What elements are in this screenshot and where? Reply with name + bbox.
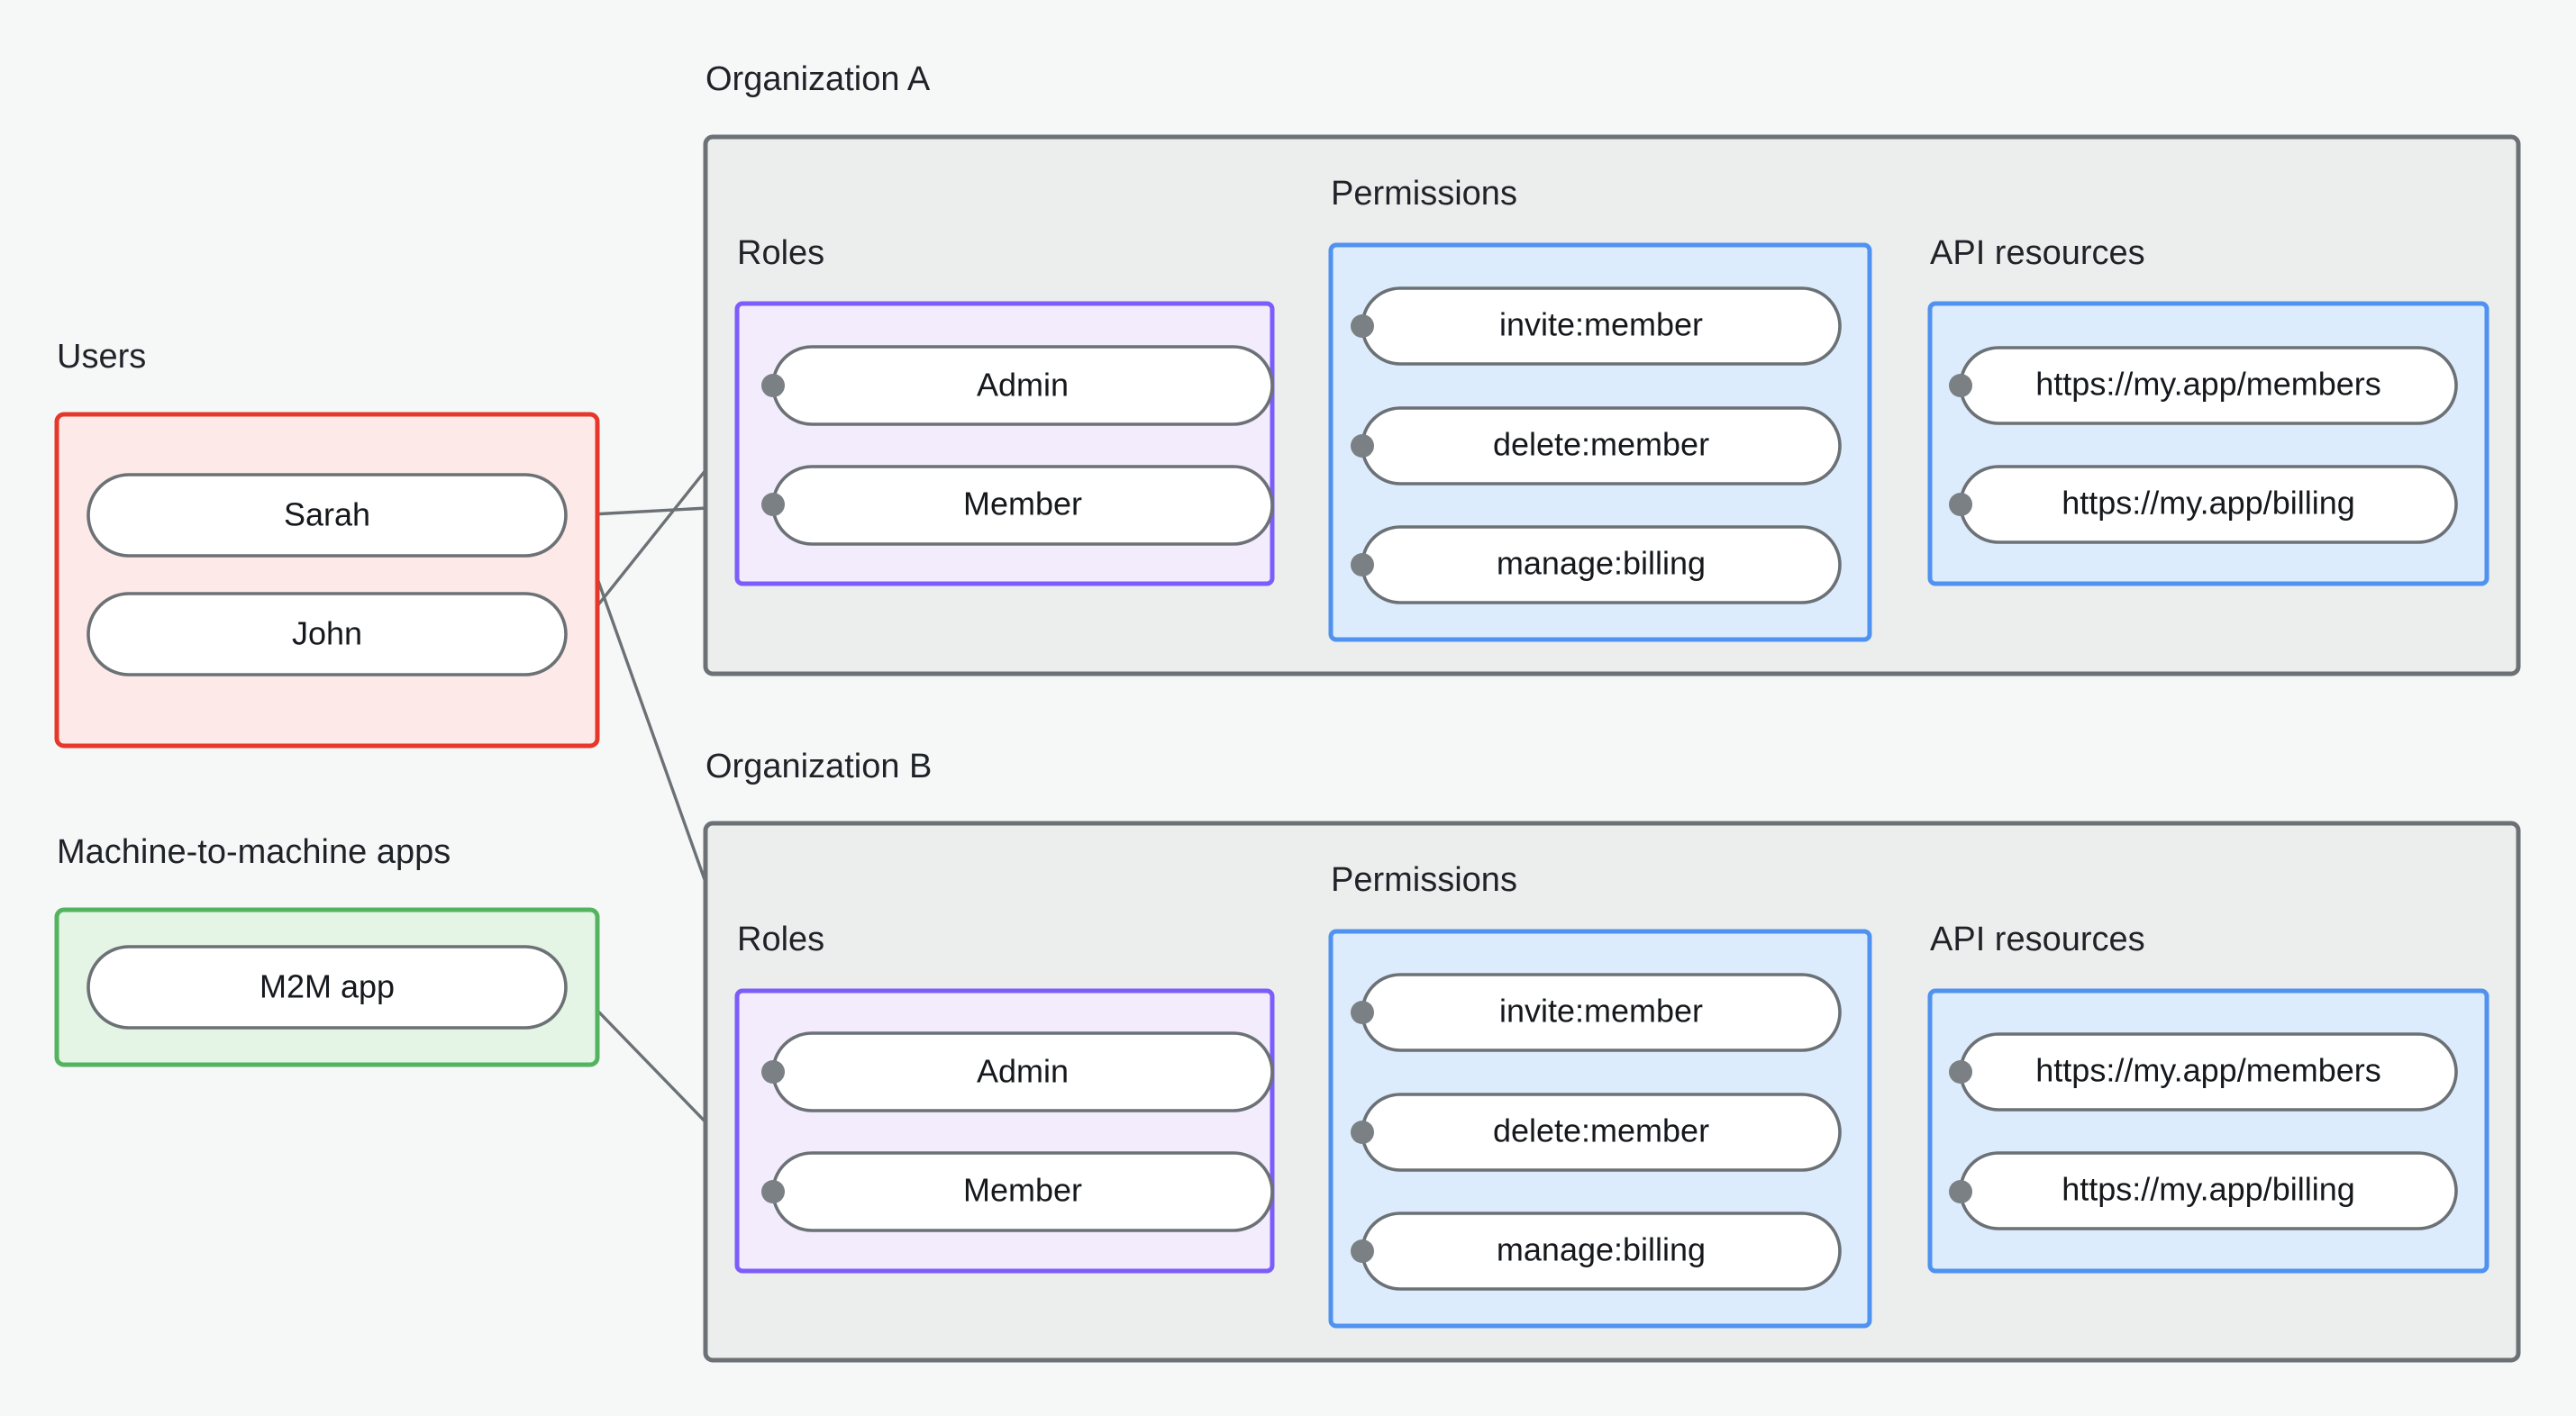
node-org-b-permission-invite[interactable]: invite:member (1361, 973, 1842, 1052)
org-b-permissions-label: Permissions (1331, 861, 1517, 899)
m2m-group-label: Machine-to-machine apps (57, 833, 451, 871)
node-org-b-api-members[interactable]: https://my.app/members (1959, 1032, 2458, 1112)
org-b-api-label: API resources (1930, 921, 2145, 958)
node-org-a-permission-billing-label: manage:billing (1497, 545, 1706, 582)
node-org-a-api-members-label: https://my.app/members (2035, 366, 2380, 403)
node-org-a-role-admin-label: Admin (977, 367, 1069, 404)
node-org-b-api-members-label: https://my.app/members (2035, 1052, 2380, 1089)
org-b-title: Organization B (705, 748, 932, 785)
node-org-b-permission-delete[interactable]: delete:member (1361, 1093, 1842, 1172)
node-org-a-permission-billing[interactable]: manage:billing (1361, 525, 1842, 604)
node-org-b-role-admin-label: Admin (977, 1053, 1069, 1090)
endpoint-dot-org-b-api-members (1949, 1060, 1972, 1084)
node-shape (86, 592, 568, 676)
node-org-a-permission-delete[interactable]: delete:member (1361, 406, 1842, 486)
endpoint-dot-org-a-member (761, 493, 785, 516)
node-org-a-permission-delete-label: delete:member (1493, 426, 1709, 463)
endpoint-dot-org-b-admin (761, 1060, 785, 1084)
node-org-b-permission-delete-label: delete:member (1493, 1112, 1709, 1149)
node-org-b-permission-billing[interactable]: manage:billing (1361, 1212, 1842, 1291)
endpoint-dot-org-a-api-members (1949, 374, 1972, 397)
node-org-b-role-member[interactable]: Member (771, 1151, 1274, 1232)
node-user-sarah-label: Sarah (284, 496, 370, 533)
node-user-john-label: John (292, 615, 362, 652)
node-org-a-permission-invite[interactable]: invite:member (1361, 286, 1842, 366)
endpoint-dot-org-b-billing (1351, 1239, 1374, 1263)
org-a-permissions-label: Permissions (1331, 175, 1517, 213)
node-org-a-api-members[interactable]: https://my.app/members (1959, 346, 2458, 425)
endpoint-dot-org-b-member (761, 1180, 785, 1203)
node-org-a-role-member[interactable]: Member (771, 465, 1274, 546)
endpoint-dot-org-b-api-billing (1949, 1180, 1972, 1203)
node-m2m-app[interactable]: M2M app (86, 945, 568, 1030)
endpoint-dot-org-a-api-billing (1949, 493, 1972, 516)
endpoint-dot-org-a-invite (1351, 314, 1374, 338)
node-org-b-permission-invite-label: invite:member (1499, 993, 1703, 1030)
node-org-a-api-billing[interactable]: https://my.app/billing (1959, 465, 2458, 544)
org-a-roles-label: Roles (737, 234, 824, 272)
node-org-b-api-billing[interactable]: https://my.app/billing (1959, 1151, 2458, 1230)
node-user-john[interactable]: John (86, 592, 568, 676)
node-user-sarah[interactable]: Sarah (86, 473, 568, 558)
org-a-api-label: API resources (1930, 234, 2145, 272)
endpoint-dot-org-a-delete (1351, 434, 1374, 458)
node-shape (86, 945, 568, 1030)
node-shape (86, 473, 568, 558)
org-b-roles-label: Roles (737, 921, 824, 958)
node-org-a-permission-invite-label: invite:member (1499, 306, 1703, 343)
endpoint-dot-org-a-admin (761, 374, 785, 397)
endpoint-dot-org-b-delete (1351, 1121, 1374, 1144)
org-a-title: Organization A (705, 60, 931, 98)
node-org-b-permission-billing-label: manage:billing (1497, 1231, 1706, 1268)
node-org-b-api-billing-label: https://my.app/billing (2062, 1171, 2355, 1208)
node-m2m-app-label: M2M app (259, 968, 395, 1005)
node-org-b-role-member-label: Member (963, 1172, 1082, 1209)
node-org-a-api-billing-label: https://my.app/billing (2062, 485, 2355, 522)
node-org-a-role-admin[interactable]: Admin (771, 345, 1274, 426)
endpoint-dot-org-a-billing (1351, 553, 1374, 576)
users-group-label: Users (57, 338, 146, 376)
node-org-a-role-member-label: Member (963, 486, 1082, 522)
endpoint-dot-org-b-invite (1351, 1001, 1374, 1024)
